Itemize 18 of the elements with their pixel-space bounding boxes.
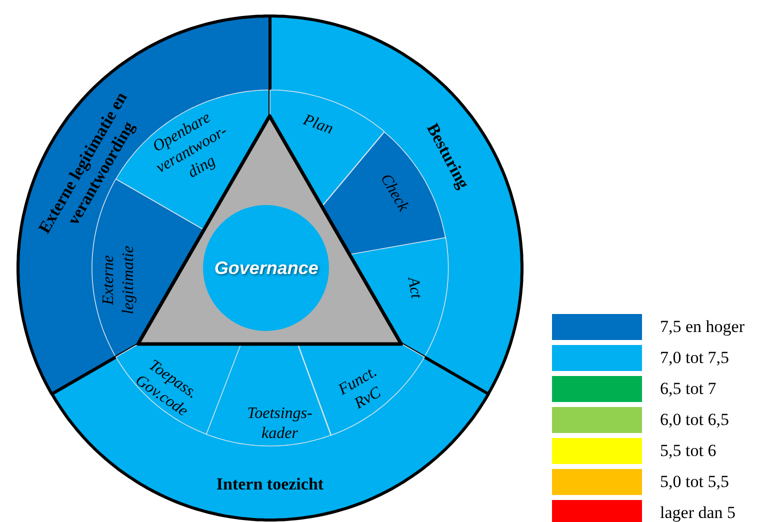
segment-label: Act [402,274,426,302]
legend-label: 5,0 tot 5,5 [660,471,729,494]
segment-label: Plan [300,110,336,140]
legend-label: 5,5 tot 6 [660,440,716,462]
legend-label: 6,0 tot 6,5 [660,409,729,432]
inner-ring-segment [206,344,331,446]
inner-ring-segment [350,237,448,357]
center-label: Governance [213,256,320,280]
segment-label: Funct. RvC [334,362,385,414]
sector-title: Intern toezicht [215,473,325,495]
legend-label: lager dan 5 [660,502,736,522]
legend-label: 6,5 tot 7 [660,378,716,400]
inner-ring-segment [116,344,241,434]
outer-ring-sector [52,344,488,520]
segment-label: Toetsings- kader [246,404,314,444]
legend-label: 7,0 tot 7,5 [660,347,729,370]
segment-label: Externe legitimatie [99,244,138,316]
legend-label: 7,5 en hoger [660,316,745,338]
